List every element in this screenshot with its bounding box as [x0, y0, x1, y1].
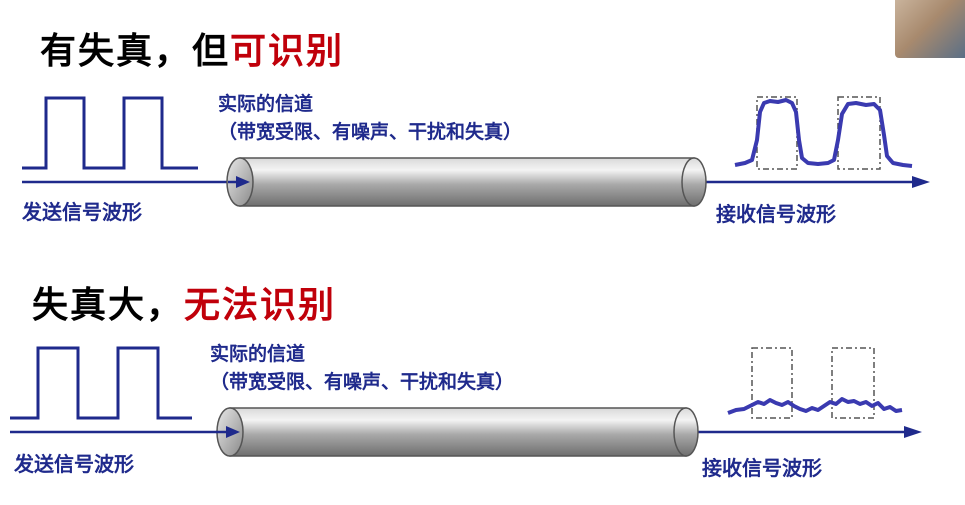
channel-pipe-1: [227, 158, 706, 206]
scenario1-title-red: 可识别: [230, 31, 344, 72]
send-square-wave-2: [10, 348, 192, 418]
send-square-wave-1: [22, 98, 198, 168]
scenario2-send-label: 发送信号波形: [14, 448, 134, 477]
scenario1-channel-label: 实际的信道 （带宽受限、有噪声、干扰和失真）: [218, 90, 522, 146]
scenario1-title: 有失真，但可识别: [40, 22, 344, 74]
scenario1-send-label: 发送信号波形: [22, 196, 142, 225]
scenario1-channel-line2: （带宽受限、有噪声、干扰和失真）: [218, 118, 522, 146]
axis-arrow-1: [912, 176, 930, 188]
recv-distorted-wave-1: [735, 100, 912, 166]
scenario2-title: 失真大，无法识别: [32, 276, 336, 328]
scenario1-channel-line1: 实际的信道: [218, 90, 522, 118]
scenario1-recv-label: 接收信号波形: [716, 198, 836, 227]
webcam-thumbnail: [895, 0, 965, 58]
scenario1-title-black: 有失真，但: [40, 31, 230, 72]
scenario2-channel-line2: （带宽受限、有噪声、干扰和失真）: [210, 368, 514, 396]
scenario2-recv-label: 接收信号波形: [702, 452, 822, 481]
recv-reference-boxes-1: [757, 97, 880, 169]
recv-distorted-wave-2: [728, 399, 902, 413]
scenario2-title-red: 无法识别: [184, 285, 336, 326]
channel-pipe-2: [216, 408, 698, 456]
scenario2-channel-label: 实际的信道 （带宽受限、有噪声、干扰和失真）: [210, 340, 514, 396]
scenario2-title-black: 失真大，: [32, 285, 184, 326]
axis-arrow-2: [904, 426, 922, 438]
scenario2-channel-line1: 实际的信道: [210, 340, 514, 368]
